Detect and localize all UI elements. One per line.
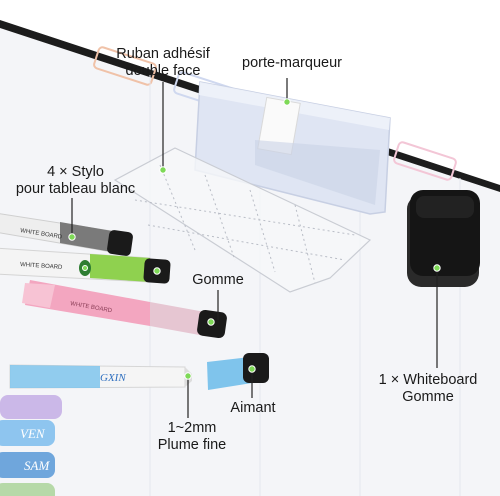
label-magnet: Aimant — [230, 400, 276, 416]
label-tape-line2: double face — [125, 63, 201, 79]
label-fine-tip: 1~2mm Plume fine — [150, 420, 234, 454]
whiteboard-eraser — [407, 190, 480, 287]
day-tag-sam-text: SAM — [24, 458, 50, 473]
pen-green: WHITE BOARD — [0, 247, 171, 284]
label-tape: Ruban adhésif double face — [108, 46, 218, 80]
callout-lines — [71, 78, 438, 418]
day-tag-sam: SAM — [0, 452, 55, 478]
pen-blue-cap — [207, 353, 269, 390]
day-tag-ven: VEN — [0, 420, 55, 446]
label-pens-line2: pour tableau blanc — [15, 181, 136, 197]
label-whiteboard-eraser-line1: 1 × Whiteboard — [378, 372, 478, 388]
label-pens: 4 × Stylo pour tableau blanc — [8, 164, 143, 198]
label-tape-line1: Ruban adhésif — [116, 46, 210, 62]
pen-blue: GXIN — [9, 364, 192, 389]
label-fine-tip-line1: 1~2mm — [167, 420, 217, 436]
double-sided-tape — [113, 147, 372, 293]
label-marker-holder: porte-marqueur — [242, 55, 342, 71]
day-tag-ven-text: VEN — [20, 426, 46, 441]
day-tag-lilac — [0, 395, 62, 419]
callout-dots — [68, 98, 441, 380]
pen-grey: WHITE BOARD — [0, 213, 133, 256]
label-fine-tip-line2: Plume fine — [157, 437, 227, 453]
label-pens-line1: 4 × Stylo — [47, 164, 104, 180]
pen-blue-brand: GXIN — [100, 372, 126, 384]
label-whiteboard-eraser-line2: Gomme — [402, 389, 454, 405]
label-eraser-tip: Gomme — [192, 272, 244, 288]
label-whiteboard-eraser: 1 × Whiteboard Gomme — [366, 372, 490, 406]
pen-pink: WHITE BOARD — [22, 280, 227, 339]
day-tag-green — [0, 483, 55, 496]
pen-green-print: WHITE BOARD — [20, 262, 63, 271]
